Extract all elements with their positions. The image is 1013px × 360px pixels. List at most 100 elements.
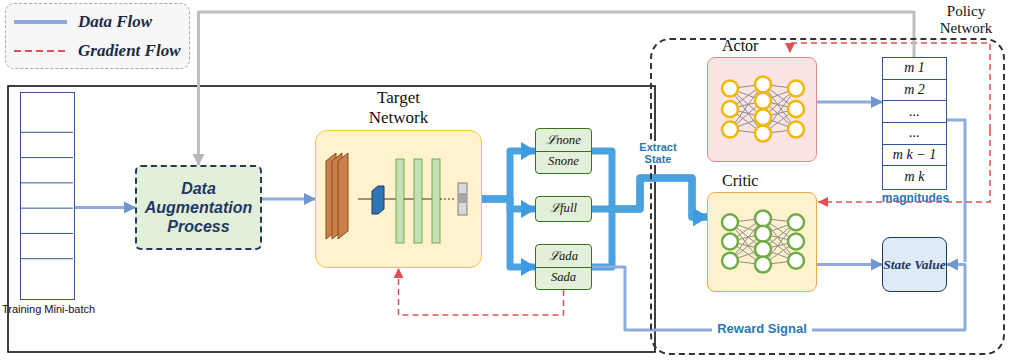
panel-title: Policy Network <box>929 3 1003 36</box>
magnitude-cell: ... <box>909 126 920 140</box>
connector <box>482 151 535 199</box>
vector-cell: m k <box>883 166 946 188</box>
drawing-stroke <box>755 93 771 109</box>
loss-box: ℒadaSada <box>535 244 592 290</box>
legend-text: Gradient Flow <box>78 41 181 61</box>
loss-label: Sada <box>536 270 591 285</box>
drawing-stroke <box>358 199 372 200</box>
box-content: ℒnoneSnone <box>536 129 591 173</box>
loss-box: ℒnoneSnone <box>535 128 592 174</box>
drawing-stroke <box>21 132 73 133</box>
drawing-stroke <box>788 81 804 97</box>
legend-text: Data Flow <box>78 12 152 32</box>
legend-box: Data FlowGradient Flow <box>5 3 190 69</box>
target-box: Target Network <box>315 130 482 268</box>
drawing-stroke <box>755 126 771 142</box>
actor-box: Actor <box>707 57 817 162</box>
drawing-stroke <box>722 101 738 117</box>
drawing-stroke <box>722 122 738 138</box>
batch-box: Training Mini-batch <box>20 92 75 300</box>
drawing-stroke <box>440 199 456 200</box>
batch-label: Training Mini-batch <box>0 303 98 316</box>
drawing-stroke <box>14 50 67 52</box>
connector <box>262 198 315 201</box>
drawing-stroke <box>21 258 73 259</box>
box-content: State Value <box>883 238 946 291</box>
critic-box: Critic <box>707 192 817 292</box>
edge-label: Extract State <box>628 141 688 165</box>
drawing-stroke <box>722 253 738 269</box>
box-label: State Value <box>883 257 946 273</box>
loss-label: Snone <box>536 154 591 169</box>
mags-box: m 1m 2......m k − 1m kmagnitudes <box>882 57 947 190</box>
vector-cell: m 1 <box>883 58 946 80</box>
edge-label: Reward Signal <box>712 322 812 336</box>
connector <box>75 206 135 209</box>
magnitude-cell: m k <box>905 170 925 184</box>
drawing-stroke <box>414 159 422 243</box>
connector <box>817 101 882 104</box>
aug-box: Data Augmentation Process <box>135 165 262 250</box>
box-content: ℒfull <box>536 197 591 221</box>
magnitude-cell: m 1 <box>904 61 925 75</box>
magnitude-cell: m k − 1 <box>893 148 936 162</box>
drawing-stroke <box>722 81 738 97</box>
drawing-stroke <box>372 186 384 214</box>
drawing-stroke <box>755 210 771 226</box>
drawing-stroke <box>788 101 804 117</box>
vector-cell: m 2 <box>883 80 946 102</box>
drawing-stroke <box>21 157 73 158</box>
network-title: Critic <box>722 172 758 190</box>
drawing-stroke <box>722 234 738 250</box>
drawing-stroke <box>432 159 440 243</box>
magnitude-cell: ... <box>909 105 920 119</box>
drawing-stroke <box>422 199 432 200</box>
drawing-stroke <box>21 233 73 234</box>
drawing-stroke <box>458 183 467 215</box>
drawing-stroke <box>755 109 771 125</box>
loss-label: ℒfull <box>536 201 591 216</box>
neural-net-icon <box>708 58 815 160</box>
neural-net-icon <box>708 193 815 290</box>
drawing-stroke <box>755 226 771 242</box>
vector-cell: ... <box>883 123 946 145</box>
legend-sample <box>12 16 70 28</box>
drawing-stroke <box>458 193 467 203</box>
legend-row: Gradient Flow <box>12 38 181 64</box>
drawing-stroke <box>755 257 771 273</box>
drawing-stroke <box>788 122 804 138</box>
drawing-stroke <box>21 208 73 209</box>
connector <box>817 263 882 266</box>
cnn-icon <box>316 131 480 266</box>
legend-sample <box>12 45 70 57</box>
drawing-stroke <box>338 153 348 239</box>
network-title: Target Network <box>316 88 481 127</box>
legend-row: Data Flow <box>12 9 152 35</box>
connector <box>482 199 535 267</box>
box-content: ℒadaSada <box>536 245 591 289</box>
drawing-stroke <box>788 253 804 269</box>
vector-cell: m k − 1 <box>883 145 946 167</box>
vector-cell: ... <box>883 101 946 123</box>
batch-rows <box>21 93 73 298</box>
loss-label: ℒada <box>536 249 591 267</box>
box-content: Data Augmentation Process <box>137 167 260 248</box>
drawing-stroke <box>788 214 804 230</box>
magnitude-cell: m 2 <box>904 83 925 97</box>
drawing-stroke <box>722 214 738 230</box>
drawing-stroke <box>788 234 804 250</box>
drawing-stroke <box>384 199 396 200</box>
connector <box>199 12 915 165</box>
drawing-stroke <box>396 159 404 243</box>
main-frame <box>8 86 655 352</box>
vector-label: magnitudes <box>868 191 963 205</box>
drawing-stroke <box>755 241 771 257</box>
box-label: Data Augmentation Process <box>137 179 260 237</box>
loss-box: ℒfull <box>535 196 592 222</box>
network-title: Actor <box>722 37 758 55</box>
loss-label: ℒnone <box>536 133 591 151</box>
drawing-stroke <box>14 20 67 24</box>
drawing-stroke <box>755 76 771 92</box>
drawing-stroke <box>404 199 414 200</box>
